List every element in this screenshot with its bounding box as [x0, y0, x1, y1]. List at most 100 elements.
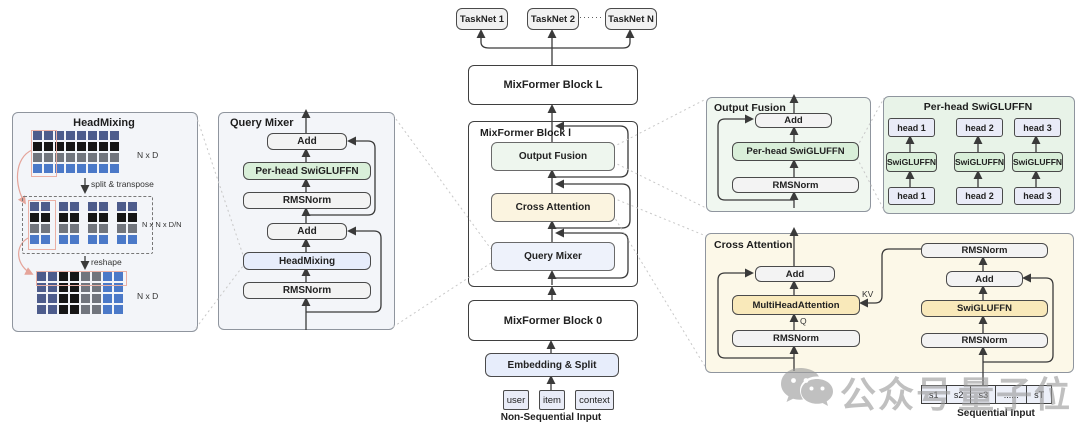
sequential-input-label: Sequential Input	[957, 408, 1035, 419]
grid-cell	[92, 294, 101, 303]
headmixing-grid-bottom	[37, 272, 123, 314]
split-groups-box	[22, 196, 153, 254]
grid-cell	[66, 164, 75, 173]
tasknet-n: TaskNet N	[605, 8, 657, 30]
grid-cell	[77, 153, 86, 162]
grid-cell	[128, 202, 137, 211]
rmsnorm-label: RMSNorm	[282, 285, 332, 296]
tasknet-2: TaskNet 2	[527, 8, 579, 30]
row-slice-highlight	[36, 271, 127, 286]
add-label: Add	[297, 136, 317, 147]
grid-cell	[99, 153, 108, 162]
grid-cell	[37, 305, 46, 314]
context-input-box: context	[575, 390, 614, 410]
grid-cell	[48, 305, 57, 314]
grid-cell	[55, 131, 64, 140]
head-input-box: head 2	[956, 187, 1003, 205]
perhead-swigluffn-block: Per-head SwiGLUFFN	[732, 142, 859, 161]
item-input-box: item	[539, 390, 565, 410]
headmixing-label: HeadMixing	[278, 255, 336, 267]
grid-cell	[103, 283, 112, 292]
dim-label-mid: N x N x D/N	[142, 220, 182, 229]
grid-cell	[77, 142, 86, 151]
embedding-split-block: Embedding & Split	[485, 353, 619, 377]
headmixing-panel-title: HeadMixing	[73, 117, 135, 129]
grid-cell	[92, 272, 101, 281]
non-sequential-input-label: Non-Sequential Input	[500, 412, 602, 423]
rmsnorm-block: RMSNorm	[921, 333, 1048, 348]
grid-cell	[70, 202, 79, 211]
swigluffn-label: SwiGLUFFN	[886, 157, 937, 167]
sequence-cell: ......	[995, 385, 1028, 404]
grid-cell	[88, 131, 97, 140]
add-block: Add	[755, 113, 832, 128]
grid-cell	[37, 272, 46, 281]
grid-cell	[59, 305, 68, 314]
grid-cell	[70, 294, 79, 303]
head-label: head 1	[897, 191, 926, 201]
add-label: Add	[785, 268, 805, 280]
grid-cell	[114, 272, 123, 281]
output-fusion-panel-title: Output Fusion	[714, 102, 786, 114]
grid-cell	[77, 164, 86, 173]
query-mixer-block: Query Mixer	[491, 242, 615, 271]
grid-cell	[70, 213, 79, 222]
grid-cell	[55, 164, 64, 173]
grid-cell	[99, 131, 108, 140]
swigluffn-label: SwiGLUFFN	[1012, 157, 1063, 167]
grid-cell	[92, 283, 101, 292]
grid-cell	[128, 235, 137, 244]
grid-cell	[44, 131, 53, 140]
rmsnorm-label: RMSNorm	[282, 195, 332, 206]
grid-cell	[103, 294, 112, 303]
cross-attention-block: Cross Attention	[491, 193, 615, 222]
kv-label: KV	[862, 289, 874, 299]
rmsnorm-block: RMSNorm	[732, 330, 860, 347]
swigluffn-box: SwiGLUFFN	[886, 152, 937, 172]
grid-cell	[99, 213, 108, 222]
head-label: head 1	[897, 122, 926, 133]
grid-cell	[44, 153, 53, 162]
grid-cell	[33, 164, 42, 173]
grid-cell	[88, 224, 97, 233]
grid-cell	[70, 224, 79, 233]
grid-cell	[48, 272, 57, 281]
cross-attention-label: Cross Attention	[515, 202, 591, 213]
add-block: Add	[755, 266, 835, 282]
head-input-box: head 1	[888, 187, 935, 205]
grid-cell	[88, 164, 97, 173]
grid-cell	[30, 202, 39, 211]
grid-cell	[59, 235, 68, 244]
grid-cell	[41, 202, 50, 211]
dim-label-top: N x D	[137, 150, 159, 160]
context-label: context	[579, 394, 610, 406]
perhead-swigluffn-block: Per-head SwiGLUFFN	[243, 162, 371, 180]
grid-cell	[110, 131, 119, 140]
grid-cell	[114, 283, 123, 292]
grid-cell	[99, 235, 108, 244]
grid-cell	[55, 153, 64, 162]
swigluffn-label: SwiGLUFFN	[954, 157, 1005, 167]
multiheadattention-block: MultiHeadAttention	[732, 295, 860, 315]
add-block: Add	[946, 271, 1023, 287]
grid-cell	[117, 202, 126, 211]
rmsnorm-block: RMSNorm	[243, 192, 371, 209]
grid-cell	[128, 213, 137, 222]
query-mixer-label: Query Mixer	[524, 251, 582, 262]
group-slice-highlight	[28, 200, 56, 250]
tasknet-1-label: TaskNet 1	[459, 13, 505, 25]
grid-cell	[44, 164, 53, 173]
embedding-split-label: Embedding & Split	[507, 359, 597, 371]
grid-cell	[66, 153, 75, 162]
grid-cell	[110, 142, 119, 151]
grid-cell	[77, 131, 86, 140]
swigluffn-box: SwiGLUFFN	[1012, 152, 1063, 172]
grid-cell	[30, 224, 39, 233]
grid-cell	[37, 294, 46, 303]
head-output-box: head 3	[1014, 118, 1061, 137]
add-block: Add	[267, 133, 347, 150]
headmixing-block: HeadMixing	[243, 252, 371, 270]
column-slice-highlight	[31, 130, 57, 177]
perhead-panel-title: Per-head SwiGLUFFN	[923, 101, 1033, 113]
